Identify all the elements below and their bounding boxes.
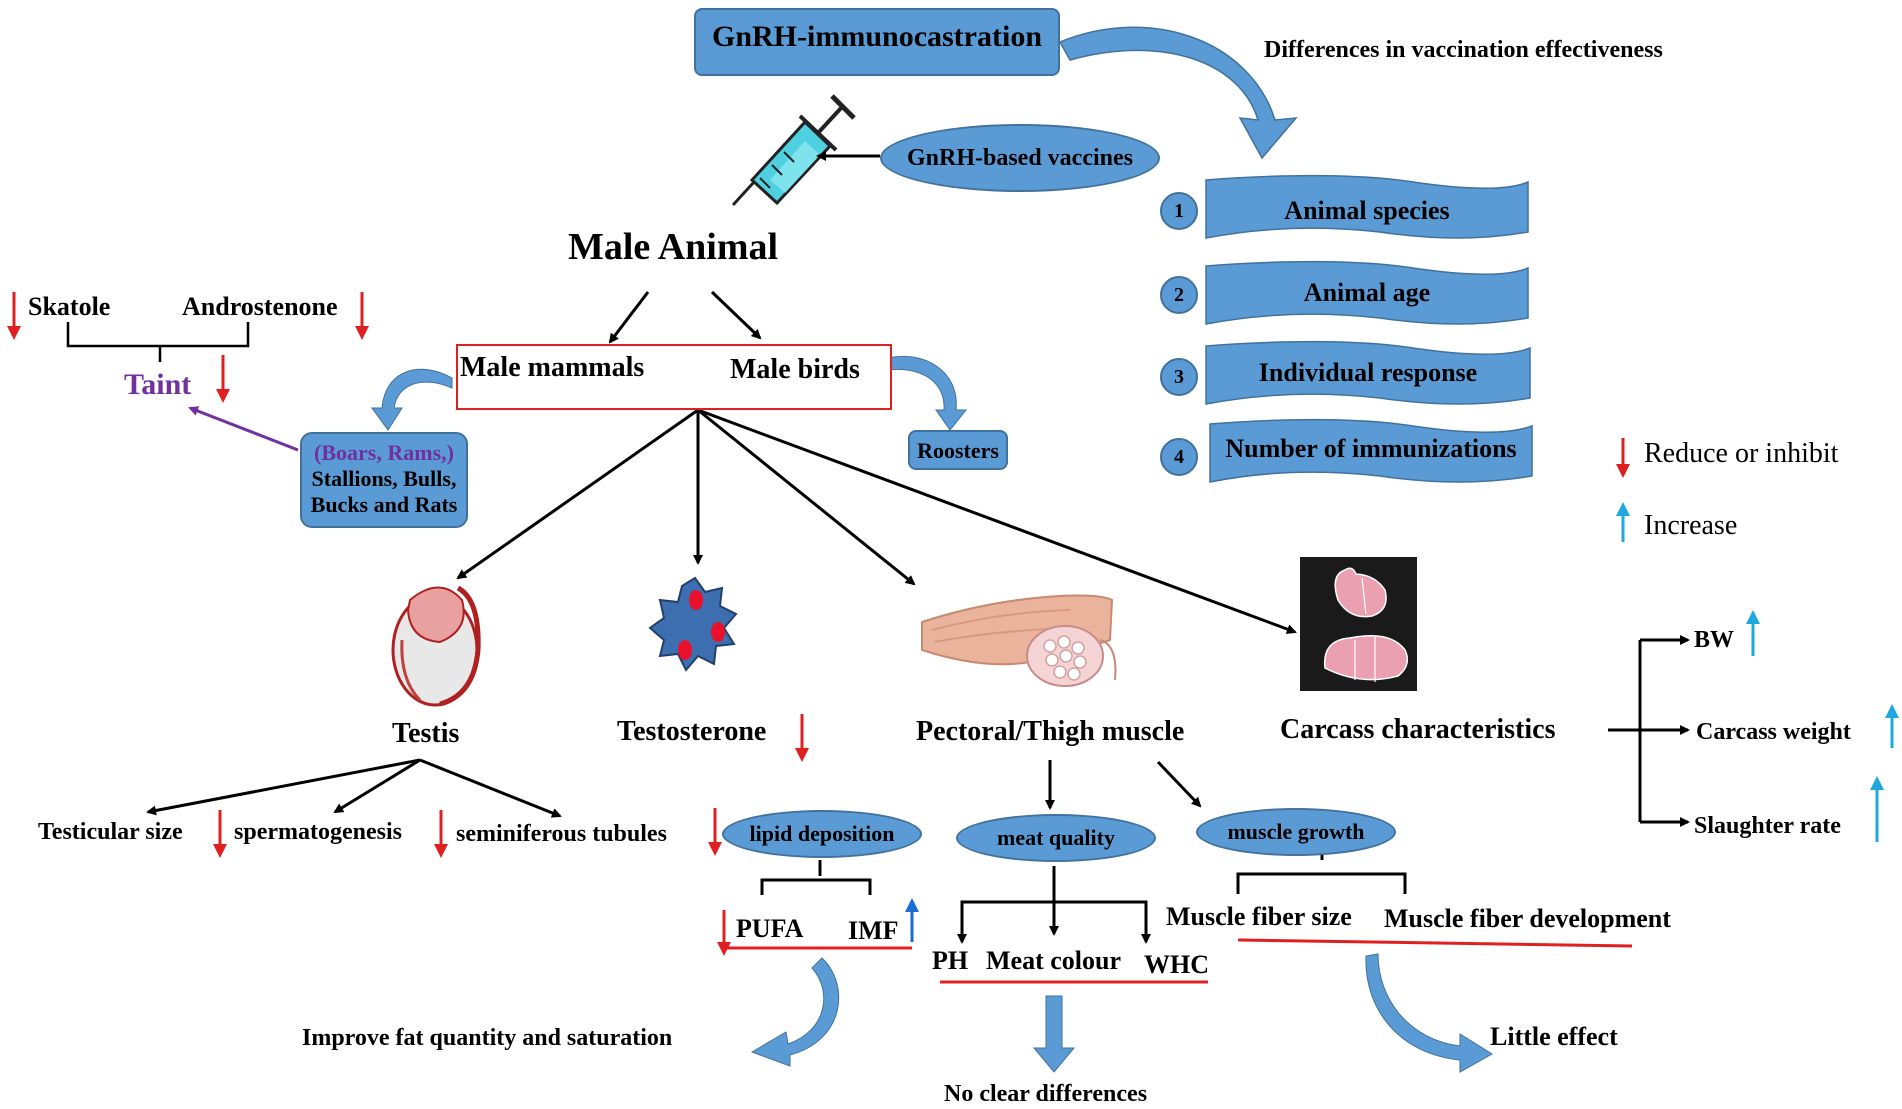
differences-label: Differences in vaccination effectiveness	[1264, 37, 1663, 63]
taint-label: Taint	[124, 368, 192, 401]
bw-label: BW	[1694, 627, 1735, 653]
testis-label: Testis	[392, 718, 460, 749]
lipid-deposition-ellipse: lipid deposition	[722, 810, 922, 858]
muscle-growth-ellipse: muscle growth	[1196, 808, 1396, 856]
indicator-arrows	[7, 292, 1899, 956]
factor-number-2: 2	[1160, 276, 1198, 314]
title: GnRH-immunocastration	[712, 20, 1042, 53]
seminiferous-tubules-label: seminiferous tubules	[456, 821, 667, 847]
muscle-fiber-development-label: Muscle fiber development	[1384, 904, 1671, 933]
legend-reduce: Reduce or inhibit	[1644, 438, 1839, 469]
curved-arrow-little	[1365, 953, 1493, 1073]
mammal-examples-line1: (Boars, Rams,)	[314, 440, 454, 465]
mammal-examples-line2: Stallions, Bulls,	[311, 466, 457, 491]
factor-label-1: Animal species	[1284, 196, 1450, 225]
imf-label: IMF	[848, 916, 899, 945]
curved-arrow-fat	[750, 957, 840, 1067]
factor-label-4: Number of immunizations	[1225, 434, 1517, 463]
muscle-icon	[921, 594, 1117, 687]
testicular-size-label: Testicular size	[38, 819, 183, 845]
whc-label: WHC	[1144, 950, 1209, 979]
bird-examples-label: Roosters	[917, 438, 999, 463]
pufa-label: PUFA	[736, 914, 804, 943]
male-animal-label: Male Animal	[568, 226, 779, 268]
factor-label-2: Animal age	[1303, 278, 1431, 307]
factor-number-1: 1	[1160, 192, 1198, 230]
mammal-examples-line3: Bucks and Rats	[310, 492, 458, 517]
curved-arrow-birds	[887, 356, 968, 431]
meat-quality-ellipse: meat quality	[956, 814, 1156, 862]
bird-examples-box	[908, 430, 1008, 470]
ph-label: PH	[932, 946, 969, 975]
muscle-fiber-size-label: Muscle fiber size	[1166, 902, 1352, 931]
skatole-label: Skatole	[28, 292, 111, 321]
testosterone-label: Testosterone	[617, 716, 767, 747]
factor-label-3: Individual response	[1258, 358, 1478, 387]
no-differences-label: No clear differences	[944, 1081, 1148, 1107]
muscle-growth-label: muscle growth	[1227, 819, 1365, 844]
carcass-label: Carcass characteristics	[1280, 714, 1556, 745]
purple-arrow	[188, 406, 299, 452]
factor-number-3: 3	[1160, 358, 1198, 396]
legend-increase: Increase	[1644, 510, 1738, 541]
meat-colour-label: Meat colour	[986, 946, 1122, 975]
taint-bracket	[66, 322, 250, 362]
meat-quality-label: meat quality	[997, 825, 1115, 850]
fat-outcome-label: Improve fat quantity and saturation	[302, 1025, 673, 1051]
testosterone-icon	[648, 576, 738, 672]
straight-arrow-nodiff	[1032, 995, 1076, 1073]
muscle-label: Pectoral/Thigh muscle	[916, 716, 1185, 747]
spermatogenesis-label: spermatogenesis	[234, 819, 402, 845]
carcass-icon	[1300, 557, 1417, 691]
factor-banners	[1205, 174, 1533, 483]
slaughter-rate-label: Slaughter rate	[1694, 813, 1841, 839]
androstenone-label: Androstenone	[182, 292, 338, 321]
testis-icon	[391, 585, 481, 707]
male-mammals-label: Male mammals	[460, 352, 645, 383]
syringe-icon	[731, 94, 856, 207]
mammal-examples-box: (Boars, Rams,) Stallions, Bulls, Bucks a…	[300, 432, 468, 528]
vaccine-ellipse: GnRH-based vaccines	[880, 124, 1160, 192]
carcass-weight-label: Carcass weight	[1696, 719, 1851, 745]
male-birds-label: Male birds	[730, 354, 860, 385]
little-effect-label: Little effect	[1490, 1022, 1618, 1051]
male-groups-box	[456, 344, 892, 410]
curved-arrow-title-to-factors	[1058, 26, 1298, 160]
factor-number-4: 4	[1160, 438, 1198, 476]
curved-arrow-mammals	[371, 368, 453, 431]
vaccine-label: GnRH-based vaccines	[906, 144, 1133, 171]
title-box	[694, 8, 1060, 76]
lipid-deposition-label: lipid deposition	[749, 821, 895, 846]
